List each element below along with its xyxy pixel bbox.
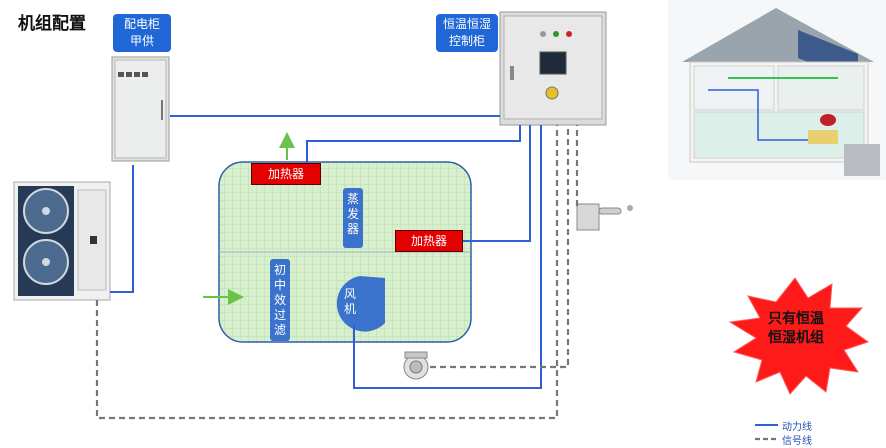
building-illustration: [668, 0, 886, 180]
control-cabinet-label: 恒温恒湿 控制柜: [436, 14, 498, 52]
control-cabinet-label-line1: 恒温恒湿: [442, 17, 491, 31]
legend-power-label: 动力线: [782, 422, 812, 433]
evaporator-text: 蒸发器: [347, 192, 360, 236]
heater-right: 加热器: [395, 230, 463, 252]
badge-line2: 恒湿机组: [768, 330, 824, 346]
filter-label: 初中效过滤: [270, 259, 290, 341]
pressure-switch-drawing: [403, 351, 429, 380]
evaporator-label: 蒸发器: [343, 188, 363, 248]
outdoor-unit-drawing: [13, 181, 111, 301]
badge-line1: 只有恒温: [768, 311, 824, 327]
sensor-drawing: [576, 203, 633, 231]
control-cabinet-label-line2: 控制柜: [448, 34, 485, 48]
fan-text: 风机: [344, 287, 357, 316]
control-cabinet-drawing: [499, 11, 607, 126]
badge-starburst: [728, 277, 870, 395]
signal-lines: [95, 125, 579, 420]
legend-signal-label: 信号线: [782, 436, 812, 447]
heater-top: 加热器: [251, 163, 321, 185]
filter-text: 初中效过滤: [274, 263, 287, 337]
fan-shape: [336, 276, 385, 332]
distribution-cabinet-drawing: [111, 56, 170, 162]
distribution-cabinet-label-line1: 配电柜: [123, 17, 160, 31]
fan-label: 风机: [344, 287, 360, 317]
badge-text: 只有恒温 恒湿机组: [754, 310, 838, 348]
distribution-cabinet-label-line2: 甲供: [129, 34, 154, 48]
page-title: 机组配置: [18, 14, 86, 34]
distribution-cabinet-label: 配电柜 甲供: [113, 14, 171, 52]
power-lines: [110, 115, 542, 389]
